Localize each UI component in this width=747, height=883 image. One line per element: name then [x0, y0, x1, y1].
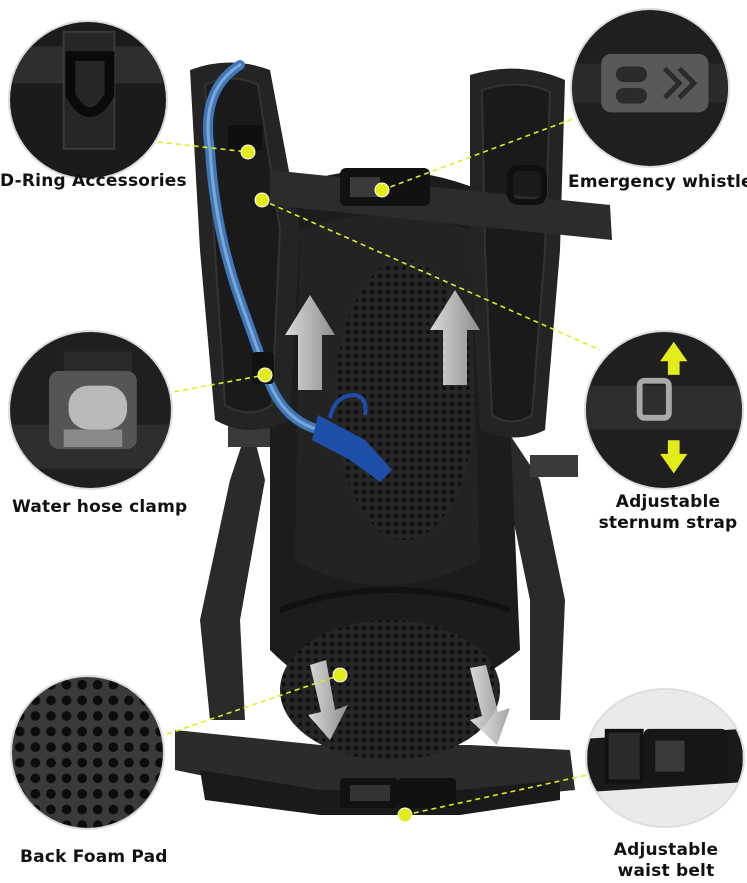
foam-pad-label-text: Back Foam Pad	[20, 847, 168, 867]
sternum-label: Adjustable sternum strap	[593, 492, 743, 534]
foam-pad-label: Back Foam Pad	[20, 847, 168, 868]
whistle-label-text: Emergency whistle	[568, 172, 747, 192]
waist-belt-label-line1: Adjustable	[613, 840, 719, 860]
airflow-arrows	[285, 290, 510, 745]
sternum-label-line2: sternum strap	[598, 513, 738, 533]
waist-belt-label-line2: waist belt	[617, 861, 715, 881]
whistle-buckle-icon	[570, 8, 730, 168]
d-ring-icon	[8, 20, 168, 180]
mesh-pad-icon	[10, 675, 165, 830]
waist-buckle-icon	[585, 688, 745, 828]
hose-clamp-icon	[8, 330, 173, 490]
hose-clamp-label-text: Water hose clamp	[12, 497, 188, 517]
lower-straps	[200, 420, 578, 720]
right-shoulder-strap	[470, 68, 565, 438]
d-ring-label: D-Ring Accessories	[0, 171, 187, 192]
left-shoulder-strap	[190, 62, 300, 430]
hose-clamp-label: Water hose clamp	[12, 497, 187, 518]
waist-belt	[175, 730, 575, 815]
sternum-strap-icon	[584, 330, 744, 490]
waist-belt-label: Adjustable waist belt	[601, 840, 731, 882]
sternum-label-line1: Adjustable	[615, 492, 721, 512]
callout-dots	[240, 144, 413, 823]
d-ring-label-text: D-Ring Accessories	[0, 171, 187, 191]
whistle-label: Emergency whistle	[568, 172, 747, 193]
